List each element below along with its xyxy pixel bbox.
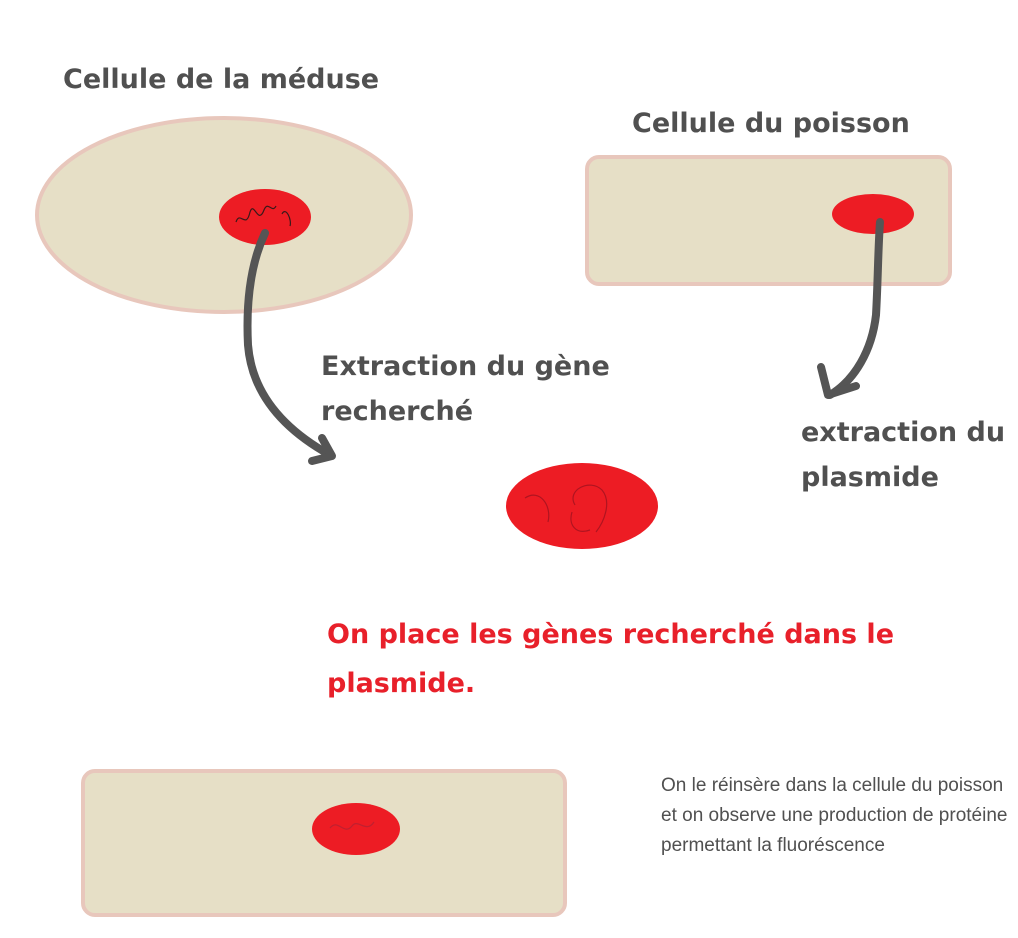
jellyfish-nucleus	[219, 189, 311, 245]
fish-plasmid	[832, 194, 914, 234]
reinsertion-note: On le réinsère dans la cellule du poisso…	[661, 775, 1008, 856]
transformed-nucleus	[312, 803, 400, 855]
transformed-gene-squiggle	[329, 821, 375, 830]
jellyfish-cell-label: Cellule de la méduse	[63, 64, 380, 95]
gene-extraction-label-line1: Extraction du gène	[321, 351, 610, 382]
gene-extraction-arrowhead	[308, 434, 336, 465]
insertion-text-line2: plasmide.	[327, 668, 476, 699]
recombinant-gene-squiggle	[524, 484, 608, 533]
plasmid-extraction-arrow	[826, 218, 884, 399]
plasmid-extraction-arrowhead	[817, 363, 860, 399]
fish-cell-label: Cellule du poisson	[632, 108, 910, 139]
recombinant-plasmid	[506, 463, 658, 549]
jellyfish-gene-squiggle	[235, 205, 291, 227]
gene-extraction-label-line2: recherché	[321, 396, 474, 427]
fish-cell	[585, 155, 952, 286]
plasmid-extraction-label-line2: plasmide	[801, 462, 939, 493]
insertion-text-line1: On place les gènes recherché dans le	[327, 619, 894, 650]
plasmid-extraction-label-line1: extraction du	[801, 417, 1006, 448]
gene-extraction-arrow	[243, 229, 334, 459]
